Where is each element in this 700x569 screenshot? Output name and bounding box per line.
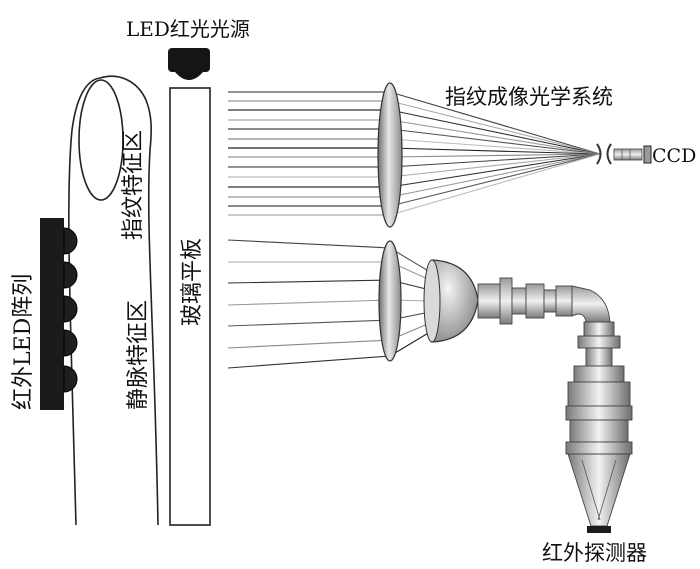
- focal-element-left: [596, 143, 602, 165]
- finger-front-edge: [99, 75, 159, 526]
- vein-barrel-vertical: [565, 321, 633, 455]
- ir-led-5: [63, 365, 78, 393]
- ir-led-1: [63, 227, 78, 255]
- vein-region-label: 静脉特征区: [126, 300, 151, 410]
- fingerprint-region-label: 指纹特征区: [121, 130, 146, 240]
- ir-detector-sensor: [587, 526, 611, 533]
- fingerprint-converging-rays: [389, 91, 601, 216]
- fingernail: [78, 79, 124, 201]
- ir-led-2: [63, 261, 78, 289]
- ir-led-4: [63, 329, 78, 357]
- ccd-label: CCD: [652, 145, 696, 167]
- ir-led-domes: [63, 227, 78, 393]
- vein-barrel-horizontal: [477, 277, 573, 325]
- vein-lens-large: [378, 240, 402, 362]
- ir-led-array-base: [40, 218, 64, 410]
- led-red-source-dome: [175, 72, 203, 80]
- ir-led-array: [40, 218, 78, 410]
- ccd-tube: [613, 148, 643, 161]
- ir-led-array-label: 红外LED阵列: [11, 274, 36, 410]
- vein-rays: [227, 239, 391, 369]
- ccd-sensor: [643, 145, 652, 164]
- vein-lens-dome-face: [423, 259, 441, 343]
- led-red-source: [168, 48, 210, 80]
- fingerprint-lens: [377, 82, 403, 228]
- glass-plate-label: 玻璃平板: [180, 238, 205, 326]
- led-red-source-body: [168, 48, 210, 72]
- fingerprint-focal-optics: [596, 143, 652, 165]
- ir-led-3: [63, 295, 78, 323]
- vein-barrel-elbow: [571, 285, 611, 323]
- fingerprint-rays: [228, 91, 390, 216]
- led-red-source-label: LED红光光源: [126, 17, 250, 41]
- fingerprint-optics-label: 指纹成像光学系统: [445, 85, 613, 109]
- focal-element-right: [606, 143, 612, 165]
- ir-detector-label: 红外探测器: [542, 541, 647, 565]
- glass-plate: [169, 87, 211, 526]
- vein-detector-cone: [567, 453, 631, 527]
